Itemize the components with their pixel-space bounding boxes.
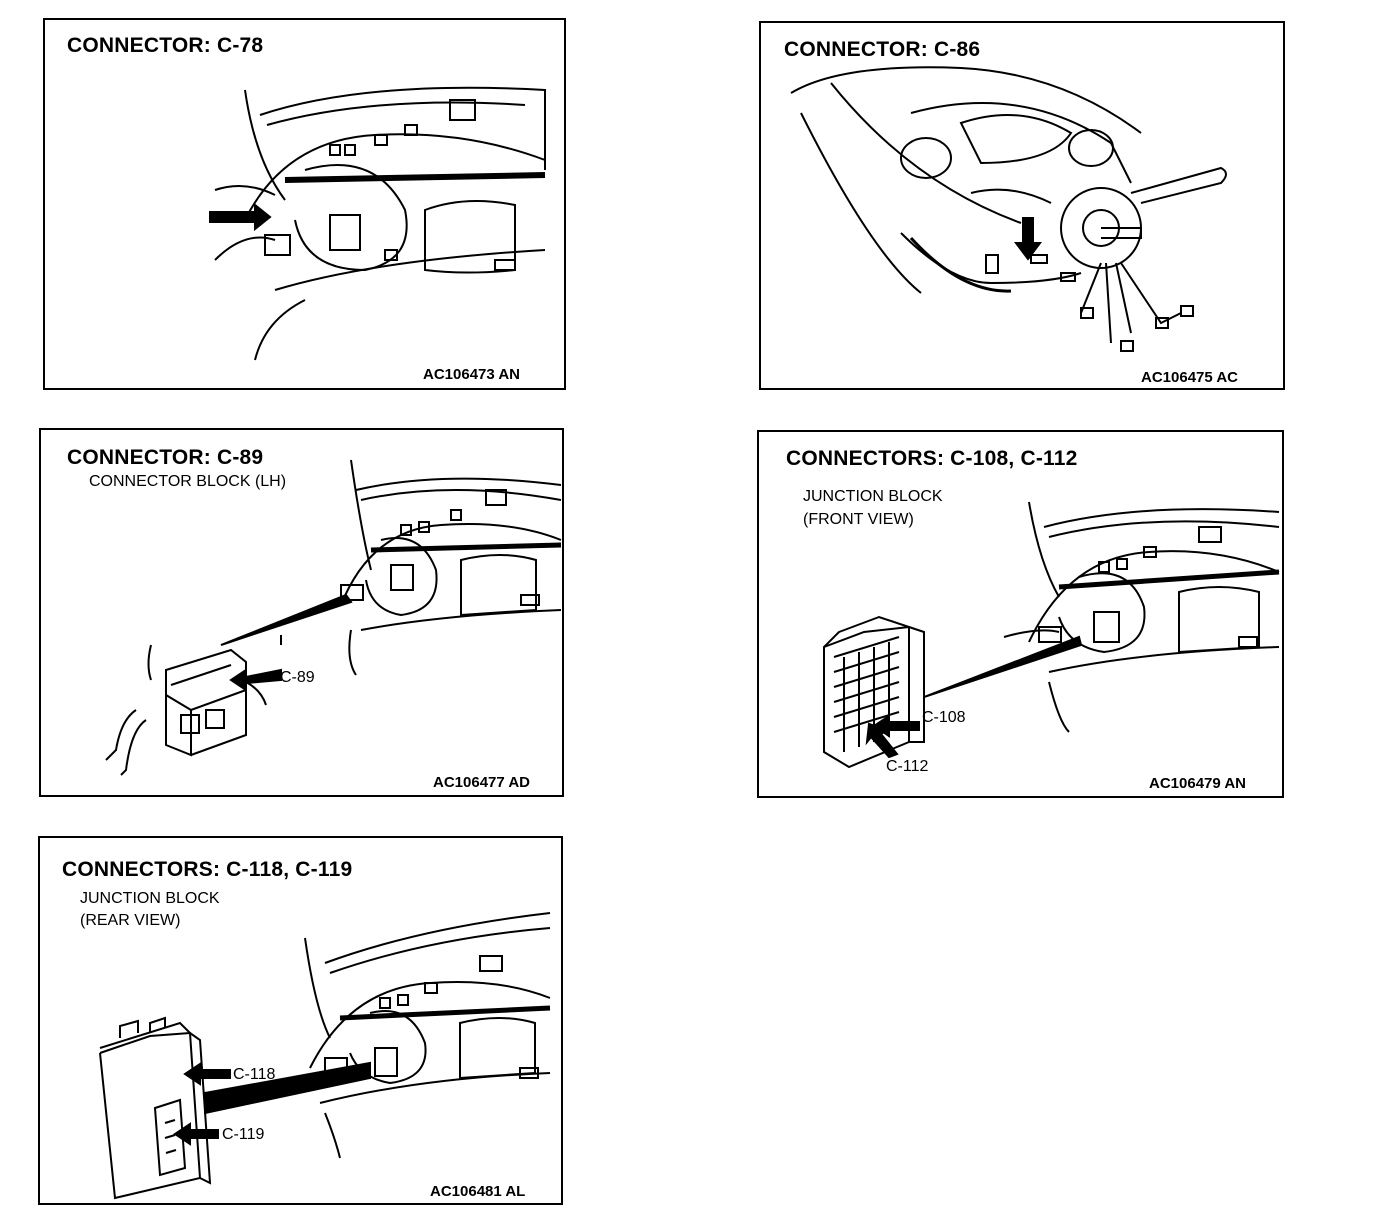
panel-subtitle: CONNECTOR BLOCK (LH) <box>89 473 287 490</box>
figure-code: AC106481 AL <box>430 1183 526 1200</box>
figure-code: AC106475 AC <box>1141 369 1238 386</box>
panel-subtitle-line1: JUNCTION BLOCK <box>80 890 220 907</box>
diagram-panel-c89: CONNECTOR: C-89 CONNECTOR BLOCK (LH) C-8… <box>39 428 564 797</box>
callout-c119: C-119 <box>222 1126 265 1143</box>
panel-subtitle-line2: (REAR VIEW) <box>80 912 181 929</box>
diagram-panel-c86: CONNECTOR: C-86 AC106475 AC <box>759 21 1285 390</box>
panel-title: CONNECTOR: C-86 <box>784 38 981 61</box>
diagram-panel-c78: CONNECTOR: C-78 AC106473 AN <box>43 18 566 390</box>
steering-column-wiring-illustration <box>790 66 1227 352</box>
junction-block-front-illustration <box>823 501 1280 769</box>
diagram-panel-c108-c112: CONNECTORS: C-108, C-112 JUNCTION BLOCK … <box>757 430 1284 798</box>
panel-title: CONNECTOR: C-89 <box>67 446 264 469</box>
panel-title: CONNECTORS: C-108, C-112 <box>786 447 1078 470</box>
callout-c108: C-108 <box>922 709 966 726</box>
diagram-panel-c118-c119: CONNECTORS: C-118, C-119 JUNCTION BLOCK … <box>38 836 563 1205</box>
figure-code: AC106477 AD <box>433 774 530 791</box>
figure-code: AC106479 AN <box>1149 775 1246 792</box>
figure-code: AC106473 AN <box>423 366 520 383</box>
panel-subtitle-line1: JUNCTION BLOCK <box>803 488 943 505</box>
dashboard-wiring-illustration <box>209 86 546 361</box>
junction-block-rear-illustration <box>99 912 551 1200</box>
panel-subtitle-line2: (FRONT VIEW) <box>803 511 914 528</box>
callout-c112: C-112 <box>886 758 929 775</box>
panel-title: CONNECTORS: C-118, C-119 <box>62 858 353 881</box>
panel-title: CONNECTOR: C-78 <box>67 34 264 57</box>
callout-c89: C-89 <box>280 669 315 686</box>
connector-block-illustration <box>105 459 562 776</box>
callout-c118: C-118 <box>233 1066 276 1083</box>
